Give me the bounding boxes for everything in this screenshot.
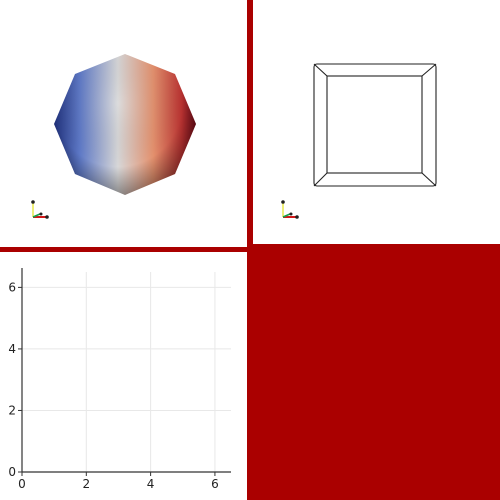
orientation-axes-icon [281,200,299,219]
line-chart: 0 2 4 6 0 2 4 6 [8,268,231,491]
y-tick-label: 4 [8,342,16,356]
wireframe-box-shape [313,63,437,187]
y-tick-label: 0 [8,465,16,479]
x-tick-label: 6 [211,477,219,491]
render-view-box[interactable] [253,0,500,244]
y-tick-label: 6 [8,280,16,294]
box-render [281,63,437,219]
orientation-axes-icon [31,200,49,219]
x-tick-label: 2 [82,477,90,491]
x-tick-label: 0 [18,477,26,491]
sphere-render [31,54,196,219]
render-view-sphere[interactable] [0,0,247,247]
y-tick-label: 2 [8,403,16,417]
line-chart-view[interactable]: 0 2 4 6 0 2 4 6 [0,252,247,500]
x-tick-label: 4 [147,477,155,491]
empty-view[interactable] [247,247,500,500]
